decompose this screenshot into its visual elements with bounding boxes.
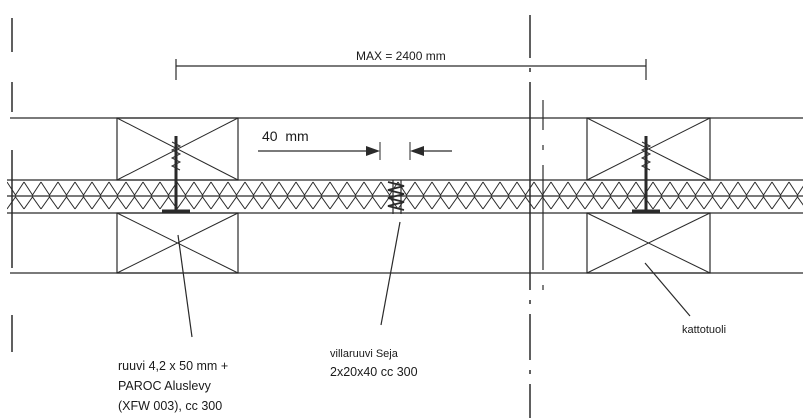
screw-right-icon [632, 136, 660, 213]
rafter-right [586, 117, 711, 274]
wool-screw-label: villaruuvi Seja 2x20x40 cc 300 [330, 346, 418, 379]
screw-label: ruuvi 4,2 x 50 mm + PAROC Aluslevy (XFW … [118, 359, 232, 413]
gap-dimension-arrows [258, 142, 452, 160]
insulation-layer [7, 179, 803, 214]
rafter-label: kattotuoli [682, 324, 726, 336]
wool-screw-icon [387, 180, 405, 214]
screw-leader-line [177, 234, 193, 338]
rafter-leader-line [644, 262, 691, 317]
max-dimension-line [175, 59, 647, 80]
wool-screw-label-line-1: villaruuvi Seja [330, 348, 399, 360]
screw-label-line-3: (XFW 003), cc 300 [118, 399, 222, 413]
wool-screw-label-line-2: 2x20x40 cc 300 [330, 365, 418, 379]
screw-left-icon [162, 136, 190, 213]
screw-label-line-1: ruuvi 4,2 x 50 mm + [118, 359, 228, 373]
wool-screw-leader-line [380, 221, 401, 326]
screw-label-line-2: PAROC Aluslevy [118, 379, 212, 393]
max-dimension-label: MAX = 2400 mm [356, 49, 446, 63]
gap-dimension-label: 40 mm [262, 128, 309, 144]
